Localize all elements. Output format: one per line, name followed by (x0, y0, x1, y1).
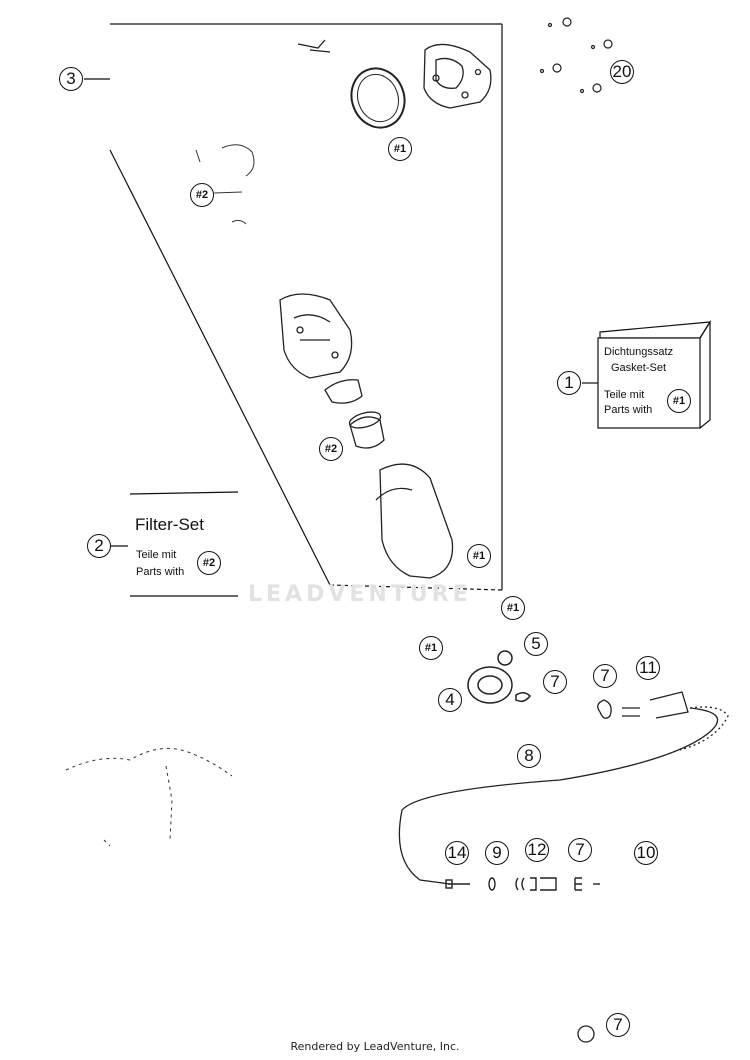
callout-7d: 7 (606, 1013, 630, 1037)
wiring-sketch (65, 747, 233, 847)
filter-set-title: Filter-Set (135, 515, 204, 534)
callout-8: 8 (517, 744, 541, 768)
callout-5: 5 (524, 632, 548, 656)
filter-set-parts-en: Parts with (136, 566, 185, 578)
top-bracket-part (423, 43, 492, 109)
callout-12: 12 (525, 838, 549, 862)
small-washers-group (539, 17, 613, 94)
ref-callout-2: #2 (319, 437, 343, 461)
callout-10: 10 (634, 841, 658, 865)
assembly-frame (84, 23, 503, 591)
callout-14: 14 (445, 841, 469, 865)
callout-3: 3 (59, 67, 83, 91)
ref-callout-1: #1 (501, 596, 525, 620)
callout-1: 1 (557, 371, 581, 395)
gasket-set-box (582, 319, 712, 429)
footer-credit: Rendered by LeadVenture, Inc. (290, 1040, 460, 1053)
callout-7c: 7 (568, 838, 592, 862)
connector-parts (445, 877, 600, 891)
screw-part (297, 39, 331, 53)
upper-filter-parts (195, 144, 255, 225)
fuel-hose-part (398, 691, 729, 885)
callout-9: 9 (485, 841, 509, 865)
callout-7a: 7 (543, 670, 567, 694)
callout-7b: 7 (593, 664, 617, 688)
filter-set-box (110, 491, 239, 597)
gasket-set-parts-en: Parts with (604, 404, 653, 416)
fuel-filter-part (375, 463, 454, 579)
clamp-ring-part (350, 67, 406, 129)
gasket-set-title-de: Dichtungssatz (604, 346, 674, 358)
pump-body-part (279, 293, 363, 404)
ref-callout-2: #2 (190, 183, 214, 207)
filter-set-parts-de: Teile mit (136, 549, 177, 561)
callout-20: 20 (610, 60, 634, 84)
callout-11: 11 (636, 656, 660, 680)
leadventure-watermark: LEADVENTURE (248, 582, 472, 607)
ref-callout-1: #1 (419, 636, 443, 660)
callout-2: 2 (87, 534, 111, 558)
filter-set-ref-callout: #2 (197, 551, 221, 575)
seal-flange-part (467, 650, 531, 704)
gasket-set-parts-de: Teile mit (604, 389, 645, 401)
gasket-set-ref-callout: #1 (667, 389, 691, 413)
bottom-clamp-part (577, 1025, 595, 1043)
ref-callout-1: #1 (388, 137, 412, 161)
callout-4: 4 (438, 688, 462, 712)
filter-sleeve-part (348, 411, 385, 449)
gasket-set-title-en: Gasket-Set (611, 362, 667, 374)
ref-callout-1: #1 (467, 544, 491, 568)
